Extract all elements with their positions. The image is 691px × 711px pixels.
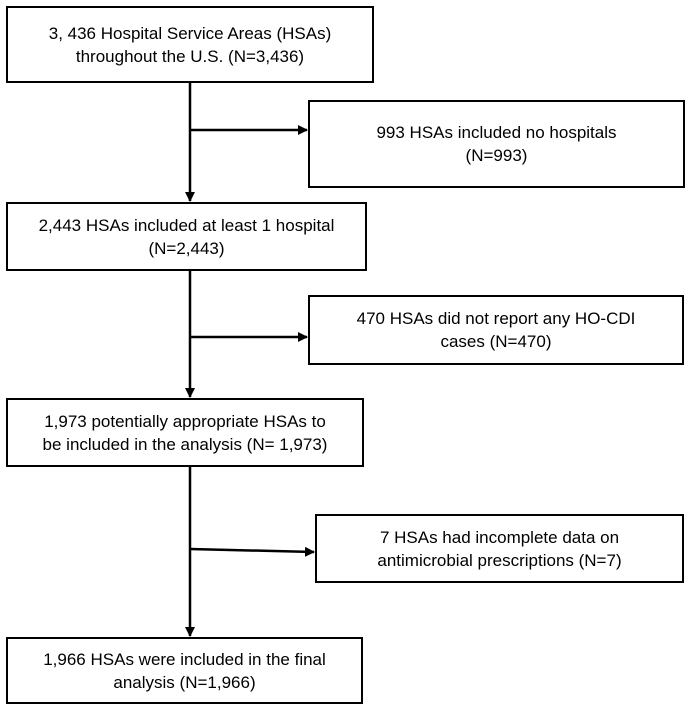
final-hsas-box: 1,966 HSAs were included in the final an… [6, 637, 363, 704]
final-hsas-text: 1,966 HSAs were included in the final an… [43, 649, 326, 692]
total-hsas-box: 3, 436 Hospital Service Areas (HSAs) thr… [6, 6, 374, 83]
potential-hsas-text: 1,973 potentially appropriate HSAs to be… [42, 411, 328, 454]
incomplete-data-exclusion-text: 7 HSAs had incomplete data on antimicrob… [377, 527, 622, 570]
with-hospital-text: 2,443 HSAs included at least 1 hospital … [38, 215, 335, 258]
with-hospital-box: 2,443 HSAs included at least 1 hospital … [6, 202, 367, 271]
no-cdi-exclusion-text: 470 HSAs did not report any HO-CDI cases… [356, 309, 636, 351]
incomplete-data-exclusion-box: 7 HSAs had incomplete data on antimicrob… [315, 514, 684, 583]
no-hospitals-exclusion-text: 993 HSAs included no hospitals (N=993) [376, 123, 617, 165]
no-hospitals-exclusion-box: 993 HSAs included no hospitals (N=993) [308, 100, 685, 188]
potential-hsas-box: 1,973 potentially appropriate HSAs to be… [6, 398, 364, 467]
no-cdi-exclusion-box: 470 HSAs did not report any HO-CDI cases… [308, 295, 684, 365]
exclusion-arrow-3 [189, 546, 315, 557]
total-hsas-text: 3, 436 Hospital Service Areas (HSAs) thr… [48, 23, 332, 66]
